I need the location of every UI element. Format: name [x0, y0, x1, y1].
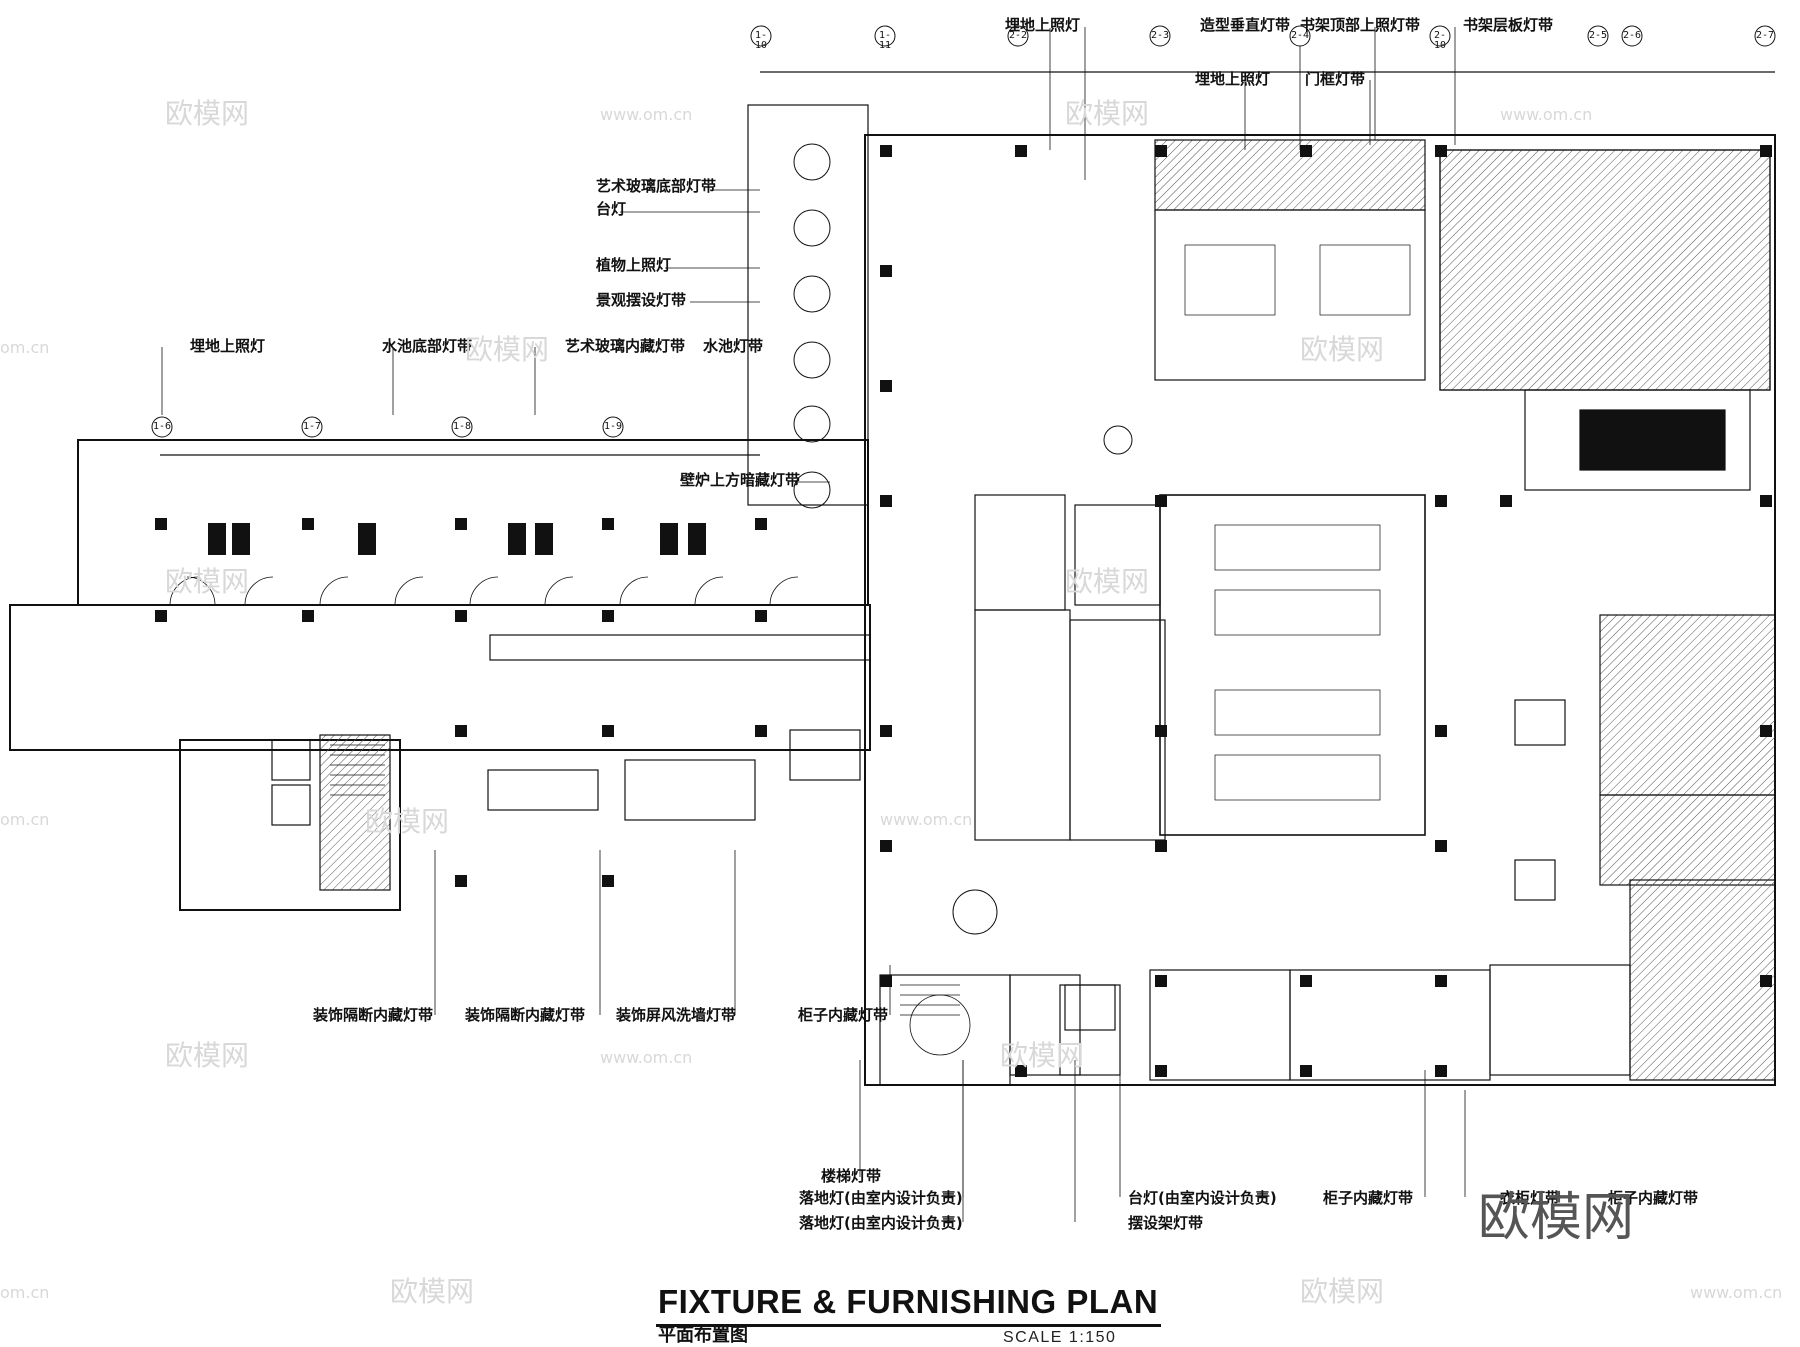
watermark-url: www.om.cn [880, 810, 973, 829]
grid-tag-top-3: 2-2 [1008, 30, 1028, 41]
brand-logo: 欧模网 [1478, 1188, 1635, 1248]
label-bot-8: 台灯(由室内设计负责) [1128, 1189, 1277, 1207]
watermark-logo: 欧模网 [1300, 1275, 1385, 1308]
label-mid-5: 壁炉上方暗藏灯带 [680, 471, 801, 489]
grid-tag-top-1: 1-10 [754, 30, 768, 51]
watermark-url-short: om.cn [0, 810, 50, 829]
grid-tag-top-8: 2-6 [1622, 30, 1642, 41]
grid-tag-left-1: 1-6 [152, 421, 172, 432]
watermark-logo: 欧模网 [1300, 333, 1385, 366]
label-top-3: 书架顶部上照灯带 [1300, 16, 1421, 34]
label-top-4: 书架层板灯带 [1463, 16, 1554, 34]
drawing-scale: SCALE 1:150 [1003, 1329, 1117, 1346]
watermark-url: www.om.cn [1690, 1283, 1783, 1302]
grid-tag-top-7: 2-5 [1588, 30, 1608, 41]
label-left-3: 植物上照灯 [596, 256, 672, 274]
label-bot-3: 装饰屏风洗墙灯带 [616, 1006, 737, 1024]
watermark-logo: 欧模网 [165, 97, 250, 130]
label-left-2: 台灯 [596, 200, 627, 218]
label-mid-1: 埋地上照灯 [190, 337, 266, 355]
watermark-url-short: om.cn [0, 338, 50, 357]
watermark-logo: 欧模网 [165, 565, 250, 598]
grid-tag-top-6: 2-10 [1433, 30, 1447, 51]
watermark-logo: 欧模网 [1000, 1039, 1085, 1072]
title-underline [656, 1324, 1161, 1327]
label-bot-5: 楼梯灯带 [821, 1167, 882, 1185]
grid-tag-left-4: 1-9 [603, 421, 623, 432]
label-left-4: 景观摆设灯带 [596, 291, 687, 309]
drawing-title: FIXTURE & FURNISHING PLAN [658, 1283, 1159, 1320]
grid-tag-top-5: 2-4 [1290, 30, 1310, 41]
grid-tag-top-2: 1-11 [878, 30, 892, 51]
watermark-logo: 欧模网 [365, 805, 450, 838]
label-left-1: 艺术玻璃底部灯带 [596, 177, 717, 195]
label-top-1: 埋地上照灯 [1005, 16, 1081, 34]
grid-tag-top-9: 2-7 [1755, 30, 1775, 41]
watermark-logo: 欧模网 [1065, 97, 1150, 130]
label-top-6: 门框灯带 [1305, 70, 1366, 88]
watermark-logo: 欧模网 [465, 333, 550, 366]
label-bot-9: 摆设架灯带 [1128, 1214, 1204, 1232]
watermark-logo: 欧模网 [165, 1039, 250, 1072]
grid-tag-top-4: 2-3 [1150, 30, 1170, 41]
label-bot-12: 柜子内藏灯带 [1608, 1189, 1699, 1207]
watermark-logo: 欧模网 [1065, 565, 1150, 598]
watermark-url: www.om.cn [600, 105, 693, 124]
label-mid-4: 水池灯带 [703, 337, 764, 355]
watermark-url: www.om.cn [1500, 105, 1593, 124]
label-bot-2: 装饰隔断内藏灯带 [465, 1006, 586, 1024]
drawing-title-cn: 平面布置图 [658, 1325, 748, 1346]
grid-tag-left-3: 1-8 [452, 421, 472, 432]
grid-tag-left-2: 1-7 [302, 421, 322, 432]
label-bot-1: 装饰隔断内藏灯带 [313, 1006, 434, 1024]
watermark-url: www.om.cn [600, 1048, 693, 1067]
label-mid-3: 艺术玻璃内藏灯带 [565, 337, 686, 355]
label-bot-11: 衣柜灯带 [1500, 1189, 1561, 1207]
watermark-logo: 欧模网 [390, 1275, 475, 1308]
label-bot-4: 柜子内藏灯带 [798, 1006, 889, 1024]
watermark-url-short: om.cn [0, 1283, 50, 1302]
label-bot-10: 柜子内藏灯带 [1323, 1189, 1414, 1207]
label-bot-7: 落地灯(由室内设计负责) [799, 1214, 963, 1232]
label-top-2: 造型垂直灯带 [1200, 16, 1291, 34]
label-bot-6: 落地灯(由室内设计负责) [799, 1189, 963, 1207]
label-top-5: 埋地上照灯 [1195, 70, 1271, 88]
label-mid-2: 水池底部灯带 [382, 337, 473, 355]
